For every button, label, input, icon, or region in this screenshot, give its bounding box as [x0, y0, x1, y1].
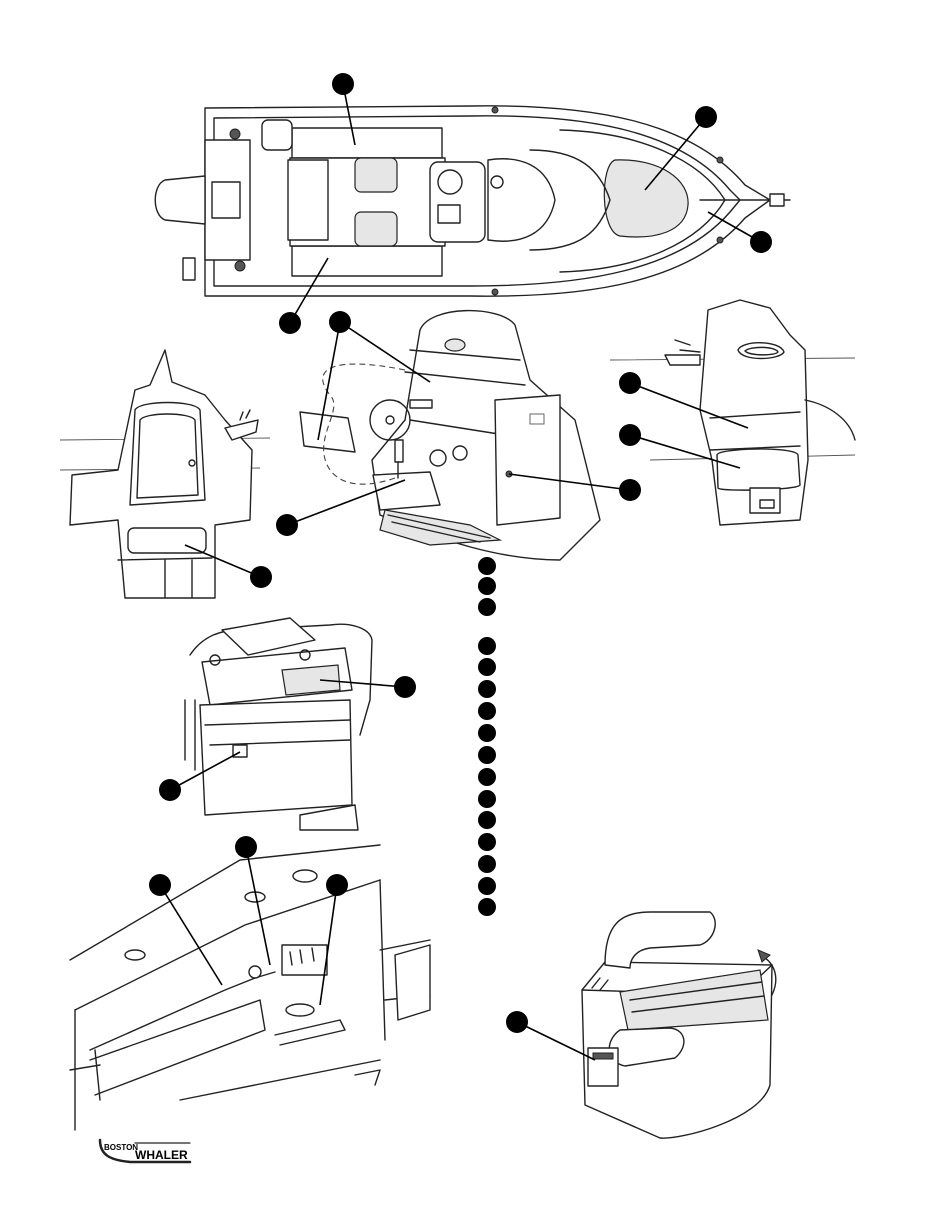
boston-whaler-logo: BOSTON WHALER	[98, 1138, 192, 1164]
callout-marker	[332, 73, 354, 95]
callout-marker	[506, 1011, 528, 1033]
callout-marker	[329, 311, 351, 333]
callout-marker	[619, 372, 641, 394]
callout-marker	[326, 874, 348, 896]
callout-marker	[279, 312, 301, 334]
legend-bullet	[478, 768, 496, 786]
logo-line2: WHALER	[135, 1148, 188, 1162]
legend-bullet	[478, 877, 496, 895]
callout-marker	[695, 106, 717, 128]
legend-bullets	[478, 557, 496, 916]
legend-bullet	[478, 598, 496, 616]
legend-bullet	[478, 746, 496, 764]
legend-bullet	[478, 658, 496, 676]
legend-bullet	[478, 811, 496, 829]
legend-bullet	[478, 898, 496, 916]
legend-bullet	[478, 557, 496, 575]
legend-bullet	[478, 855, 496, 873]
legend-bullet	[478, 680, 496, 698]
seat-cooler-frame	[184, 617, 373, 831]
portable-cooler-seat	[581, 911, 777, 1139]
callout-marker	[250, 566, 272, 588]
starboard-side-view	[609, 299, 856, 526]
legend-bullet	[478, 790, 496, 808]
callout-marker	[619, 479, 641, 501]
callout-marker	[276, 514, 298, 536]
legend-bullet	[478, 724, 496, 742]
leader-lines	[159, 83, 762, 1061]
callout-marker	[159, 779, 181, 801]
callout-markers	[149, 73, 772, 1033]
console-perspective	[299, 309, 601, 561]
legend-bullet	[478, 702, 496, 720]
callout-marker	[149, 874, 171, 896]
callout-marker	[235, 836, 257, 858]
port-side-view	[59, 349, 271, 599]
logo-line1: BOSTON	[104, 1143, 138, 1152]
callout-marker	[619, 424, 641, 446]
callout-marker	[750, 231, 772, 253]
transom-livewell-plumbing	[69, 844, 431, 1131]
legend-bullet	[478, 637, 496, 655]
legend-bullet	[478, 577, 496, 595]
legend-bullet	[478, 833, 496, 851]
boat-top-view	[154, 105, 791, 297]
callout-marker	[394, 676, 416, 698]
